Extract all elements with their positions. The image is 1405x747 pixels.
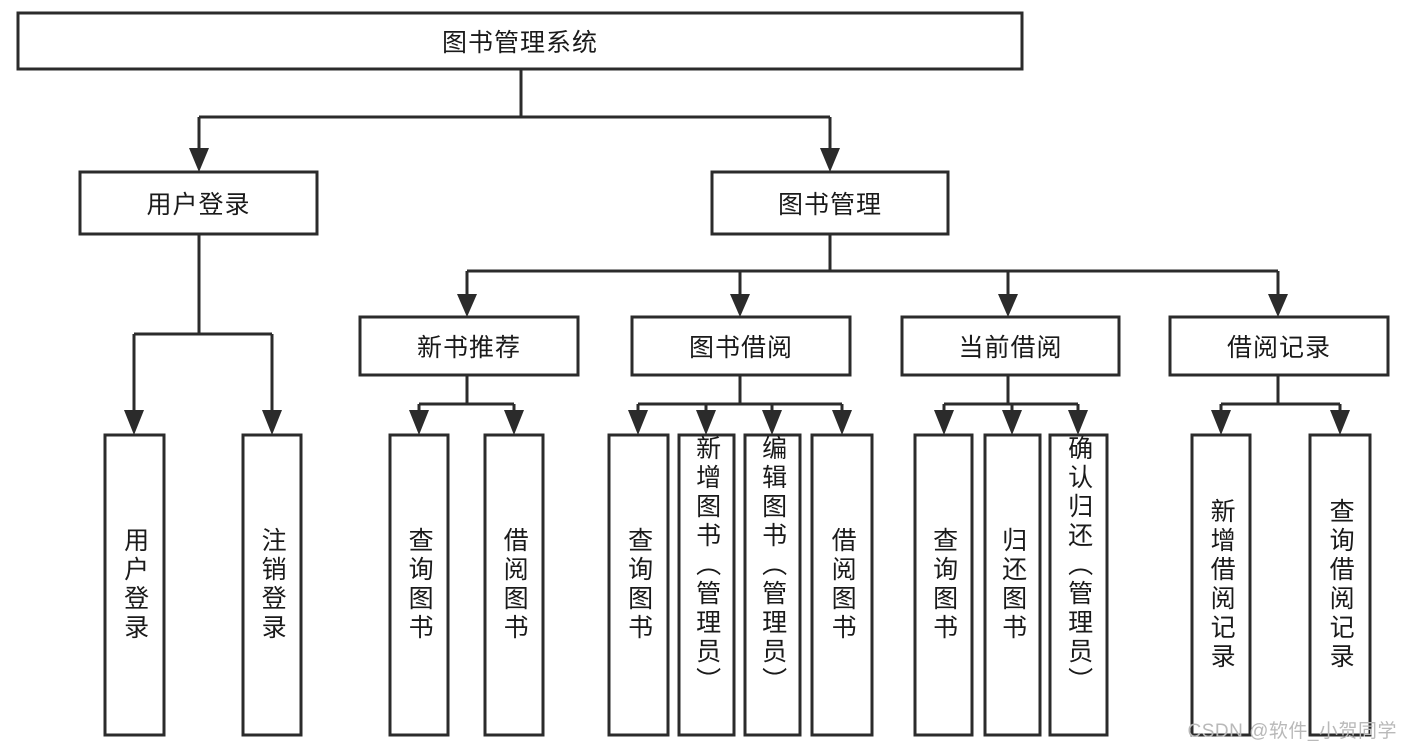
node-book-manage-box[interactable]: [710, 170, 950, 236]
arrow-book-borrow: [730, 294, 750, 317]
node-borrow-record-box[interactable]: [1168, 315, 1390, 377]
arrow-leaf-logout: [262, 410, 282, 435]
csdn-watermark: CSDN @软件_小贺同学: [1187, 721, 1397, 742]
leaf-box-return-book[interactable]: [983, 433, 1042, 737]
leaf-box-user-login[interactable]: [103, 433, 166, 737]
leaf-box-confirm-return[interactable]: [1048, 433, 1109, 737]
node-book-borrow-box[interactable]: [630, 315, 852, 377]
leaf-box-query-book-2[interactable]: [607, 433, 670, 737]
leaf-box-borrow-book-2[interactable]: [810, 433, 874, 737]
leaf-box-query-record[interactable]: [1308, 433, 1372, 737]
arrow-leaf-query-record: [1330, 410, 1350, 435]
arrow-new-book-rec: [457, 294, 477, 317]
arrow-user-login: [189, 148, 209, 172]
node-current-borrow-box[interactable]: [900, 315, 1121, 377]
node-new-book-rec-box[interactable]: [358, 315, 580, 377]
arrow-leaf-query-book-1: [409, 410, 429, 435]
arrow-current-borrow: [998, 294, 1018, 317]
leaf-box-edit-book[interactable]: [743, 433, 802, 737]
arrow-leaf-add-record: [1211, 410, 1231, 435]
arrow-leaf-borrow-book-2: [832, 410, 852, 435]
arrow-borrow-record: [1268, 294, 1288, 317]
arrow-leaf-return-book: [1002, 410, 1022, 435]
arrow-leaf-query-book-3: [934, 410, 954, 435]
leaf-box-query-book-3[interactable]: [913, 433, 974, 737]
leaf-box-query-book-1[interactable]: [388, 433, 450, 737]
leaf-box-add-record[interactable]: [1190, 433, 1252, 737]
node-user-login-box[interactable]: [78, 170, 319, 236]
arrow-leaf-confirm-return: [1068, 410, 1088, 435]
arrow-leaf-add-book: [696, 410, 716, 435]
arrow-leaf-user-login: [124, 410, 144, 435]
leaf-box-borrow-book-1[interactable]: [483, 433, 545, 737]
node-root-box[interactable]: [16, 11, 1024, 71]
leaf-box-logout[interactable]: [241, 433, 303, 737]
arrow-book-manage: [820, 148, 840, 172]
leaf-box-add-book[interactable]: [677, 433, 736, 737]
arrow-leaf-query-book-2: [628, 410, 648, 435]
arrow-leaf-borrow-book-1: [504, 410, 524, 435]
arrow-leaf-edit-book: [762, 410, 782, 435]
